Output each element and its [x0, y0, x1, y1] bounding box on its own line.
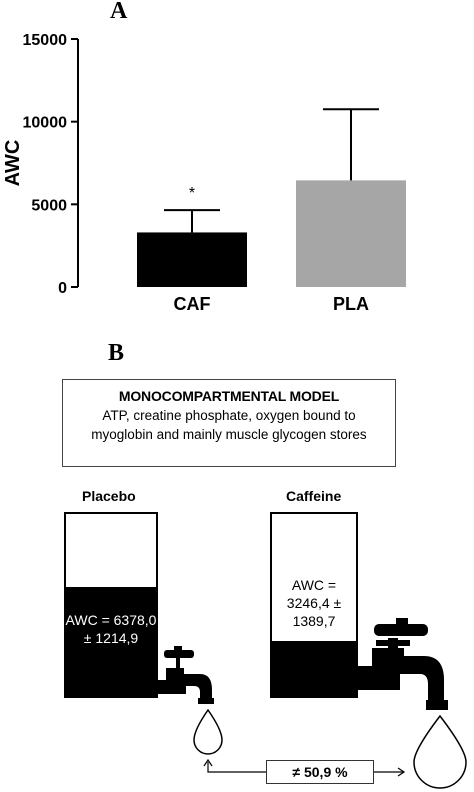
placebo-tank-fill	[66, 586, 156, 696]
significance-marker: *	[189, 185, 195, 202]
caffeine-label: Caffeine	[286, 488, 342, 504]
caffeine-tank-fill	[272, 641, 356, 696]
y-axis-label: AWC	[2, 140, 24, 187]
panel-label-a: A	[110, 0, 128, 24]
placebo-label: Placebo	[82, 488, 136, 504]
placebo-tank	[64, 512, 158, 698]
model-title: MONOCOMPARTMENTAL MODEL	[118, 388, 340, 404]
placebo-awc-value: AWC = 6378,0 ± 1214,9	[65, 612, 157, 646]
x-tick-label: CAF	[174, 294, 211, 314]
caffeine-tank	[270, 512, 358, 698]
placebo-faucet-icon	[156, 646, 214, 704]
model-description-box: MONOCOMPARTMENTAL MODEL ATP, creatine ph…	[62, 379, 396, 467]
difference-badge: ≠ 50,9 %	[266, 760, 374, 784]
x-tick-label: PLA	[333, 294, 369, 314]
bar-caf	[137, 232, 247, 287]
caffeine-drop-icon	[413, 714, 467, 789]
y-tick-label: 0	[58, 280, 67, 297]
caffeine-awc-value: AWC = 3246,4 ± 1389,7	[286, 577, 342, 629]
placebo-drop-icon	[193, 708, 223, 755]
panel-label-b: B	[108, 340, 125, 366]
comparison-arrows	[203, 758, 406, 777]
y-tick-label: 10000	[23, 115, 68, 132]
y-tick-label: 5000	[31, 197, 67, 214]
caffeine-faucet-icon	[356, 618, 448, 710]
model-description: ATP, creatine phosphate, oxygen bound to…	[91, 408, 367, 442]
bar-pla	[296, 180, 406, 287]
y-tick-label: 15000	[23, 32, 68, 49]
